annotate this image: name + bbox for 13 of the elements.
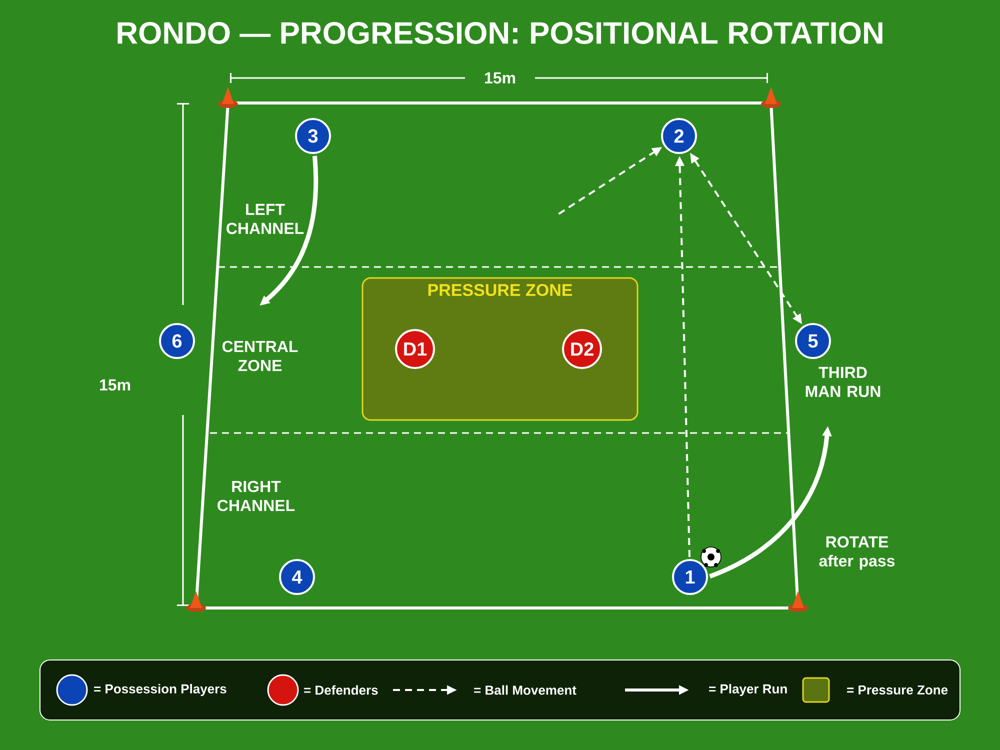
legend-label: = Defenders: [304, 685, 378, 695]
dimension-label: 15m: [485, 72, 516, 84]
zone-label: THIRD MAN RUN: [806, 366, 880, 398]
zone-label: ROTATE after pass: [819, 536, 895, 570]
legend-label: = Player Run: [709, 684, 787, 696]
legend-label: = Possession Players: [94, 684, 226, 696]
legend-label: = Pressure Zone: [847, 685, 948, 695]
dimension-label: 15m: [100, 379, 130, 391]
legend-label: = Ball Movement: [474, 685, 576, 695]
zone-label: RIGHT CHANNEL: [218, 480, 295, 512]
zone-label: LEFT CHANNEL: [226, 204, 304, 234]
title: RONDO — PROGRESSION: POSITIONAL ROTATION: [118, 22, 882, 44]
zone-label: CENTRAL ZONE: [222, 340, 298, 372]
